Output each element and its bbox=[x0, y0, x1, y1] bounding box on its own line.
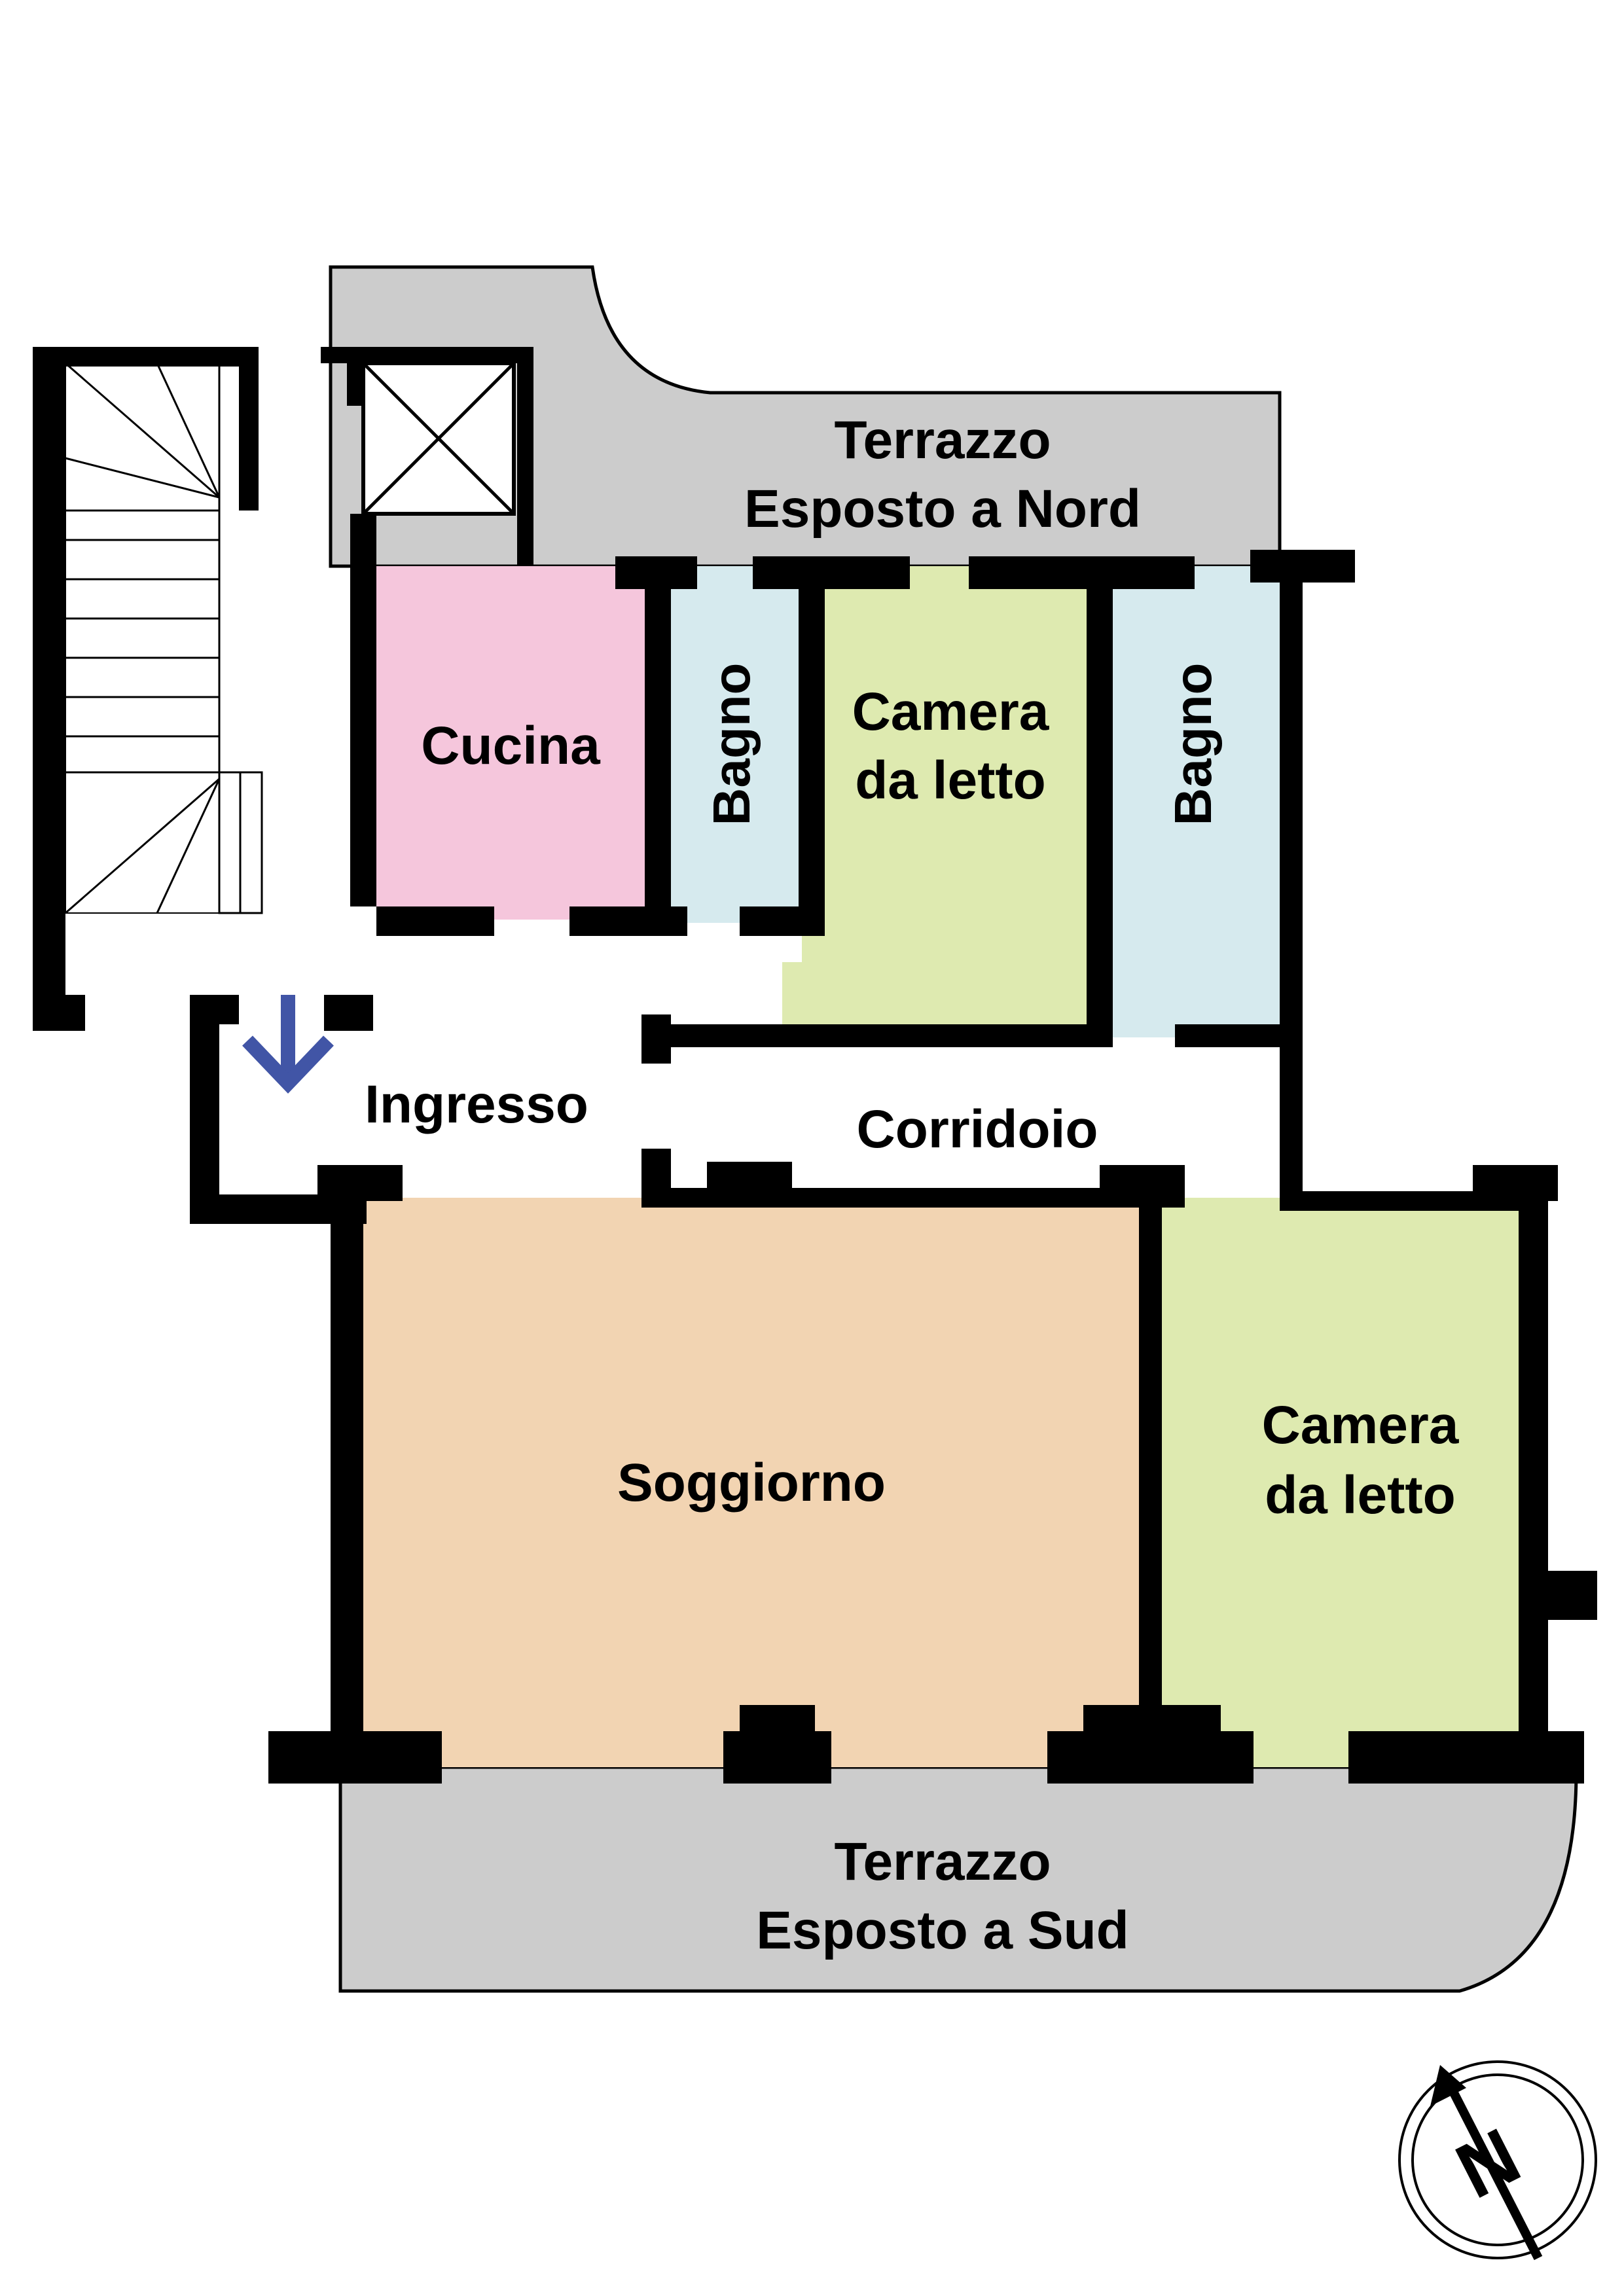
terrace-north-label-line1: Terrazzo bbox=[834, 410, 1051, 470]
bedroom-2-label-line2: da letto bbox=[1265, 1465, 1456, 1525]
bedroom-1-label-line2: da letto bbox=[855, 751, 1046, 810]
bathroom-1-label: Bagno bbox=[702, 663, 761, 826]
living-room-label: Soggiorno bbox=[617, 1453, 886, 1513]
bedroom-1-label-line1: Camera bbox=[852, 682, 1050, 742]
entrance-label: Ingresso bbox=[365, 1075, 588, 1134]
staircase bbox=[65, 362, 263, 914]
terrace-south-label-line2: Esposto a Sud bbox=[756, 1901, 1129, 1960]
bathroom-2-label: Bagno bbox=[1164, 663, 1222, 826]
bathroom-1-area bbox=[671, 566, 799, 923]
kitchen-area bbox=[376, 566, 645, 920]
terrace-north bbox=[329, 265, 1282, 568]
bedroom-2-label-line1: Camera bbox=[1262, 1395, 1460, 1455]
terrace-south bbox=[338, 1765, 1578, 1993]
corridor-label: Corridoio bbox=[857, 1100, 1098, 1159]
bathroom-2-area bbox=[1113, 566, 1280, 1037]
entrance-arrow-icon bbox=[242, 995, 334, 1094]
terrace-south-label-line1: Terrazzo bbox=[834, 1832, 1051, 1892]
shaft bbox=[361, 361, 516, 516]
walls bbox=[33, 347, 1597, 1784]
compass-icon: N bbox=[1398, 2060, 1597, 2261]
bedroom-1-area bbox=[782, 566, 1087, 1034]
kitchen-label: Cucina bbox=[421, 716, 601, 776]
bedroom-2-area bbox=[1159, 1198, 1532, 1767]
terrace-north-label-line2: Esposto a Nord bbox=[744, 479, 1141, 539]
living-room-area bbox=[363, 1198, 1139, 1767]
